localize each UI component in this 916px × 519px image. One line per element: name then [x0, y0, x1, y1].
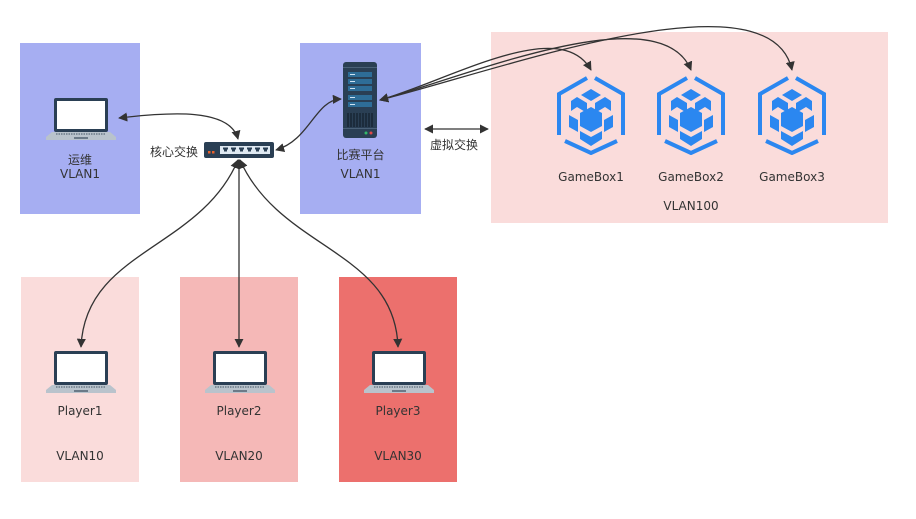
edge-switch-player1	[76, 159, 239, 348]
label-player3-vlan: VLAN30	[374, 449, 422, 463]
label-player2-vlan: VLAN20	[215, 449, 263, 463]
label-virtual-switch: 虚拟交换	[430, 138, 479, 152]
label-gamebox-vlan: VLAN100	[663, 199, 719, 213]
server-icon[interactable]	[343, 62, 377, 138]
edge-platform-gamebox1	[379, 47, 592, 103]
label-player1-vlan: VLAN10	[56, 449, 104, 463]
label-player2-name: Player2	[216, 404, 262, 418]
edge-switch-player3	[239, 159, 403, 348]
laptop-icon-ops	[46, 98, 116, 140]
label-ops-name: 运维	[67, 153, 92, 167]
label-gamebox1: GameBox1	[558, 170, 624, 184]
label-core-switch: 核心交换	[150, 145, 199, 159]
label-gamebox2: GameBox2	[658, 170, 724, 184]
label-gamebox3: GameBox3	[759, 170, 825, 184]
edge-platform-gamebox2	[379, 38, 693, 103]
edge-switch-platform	[275, 94, 342, 153]
network-switch-icon[interactable]	[204, 142, 274, 158]
label-ops-vlan: VLAN1	[60, 167, 100, 181]
laptop-icon-player3	[364, 351, 434, 393]
edge-platform-gamebox3	[379, 26, 795, 103]
label-platform-name: 比赛平台	[336, 148, 385, 162]
label-player1-name: Player1	[57, 404, 103, 418]
laptop-icon-player1	[46, 351, 116, 393]
label-player3-name: Player3	[375, 404, 421, 418]
laptop-icon-player2	[205, 351, 275, 393]
label-platform-vlan: VLAN1	[340, 167, 381, 181]
edge-ops-switch	[118, 112, 241, 140]
